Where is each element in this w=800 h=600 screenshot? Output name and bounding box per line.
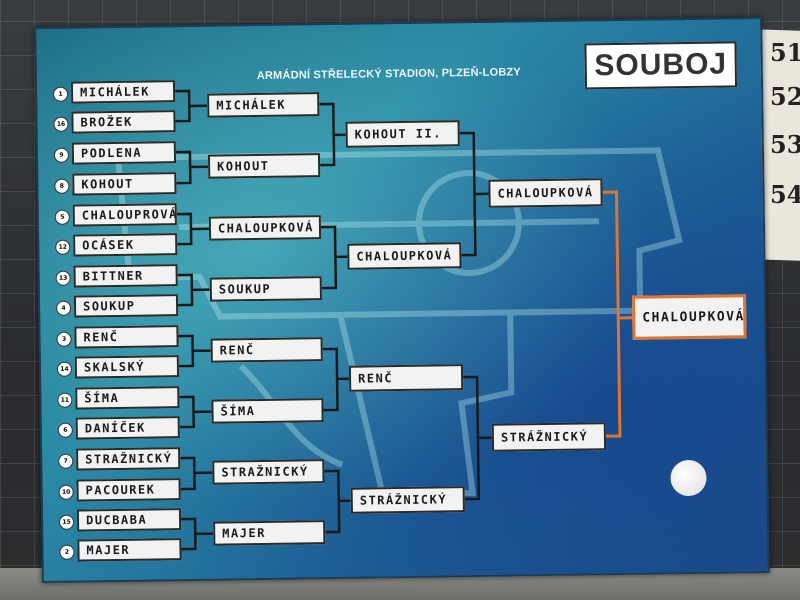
seed-badge: 2 [59,544,75,560]
bracket-slot: CHALOUPKOVÁ [208,215,322,241]
bracket-slot: MAJER [77,538,182,562]
bracket-slot: SOUKUP [209,276,322,302]
bracket-slot: BROŽEK [71,110,176,134]
bracket-slot: DANÍČEK [75,416,180,440]
bracket-slot: PODLENA [71,141,177,165]
bracket-slot: RENČ [74,325,179,349]
bracket-slot: STRAŽNICKÝ [76,447,181,471]
bracket-slot: STRÁŽNICKÝ [350,486,465,514]
bracket-slot: MICHÁLEK [207,92,320,118]
bracket-slot: ŠÍMA [211,398,324,424]
wall-number: 54 [770,180,800,209]
bracket-slot: CHALOUPKOVÁ [347,242,462,270]
bracket-lines [175,89,633,551]
bracket-slot: RENČ [348,364,464,392]
bracket-slot: MICHÁLEK [70,80,176,104]
bracket-slot: MAJER [213,520,326,546]
seed-badge: 14 [56,361,73,377]
seed-badge: 10 [58,484,74,500]
wall-number: 51 [770,38,800,67]
seed-badge: 1 [52,86,69,102]
seed-badge: 8 [54,178,70,194]
bracket-slot: SOUKUP [73,294,179,318]
winner-slot: CHALOUPKOVÁ [631,294,747,340]
bracket-slot: ŠÍMA [75,386,180,410]
seed-badge: 15 [58,514,75,530]
bracket-slot: KOHOUT [72,172,177,196]
seed-badge: 12 [55,239,71,255]
seed-badge: 3 [56,331,72,347]
bracket-slot: DUCBABA [76,508,182,532]
bracket-slot: BITTNER [73,264,178,288]
bracket-slot: KOHOUT [207,153,321,179]
tournament-bracket-board: ARMÁDNÍ STŘELECKÝ STADION, PLZEŇ-LOBZY S… [34,16,770,584]
bracket-slot: CHALOUPKOVÁ [488,178,603,208]
bracket-slot: CHALOUPROVÁ [72,203,177,227]
wall-number: 53 [770,130,800,159]
bracket-slot: KOHOUT II. [345,120,460,148]
bracket-slot: STRÁŽNICKÝ [491,422,607,452]
seed-badge: 5 [54,209,70,225]
seed-badge: 11 [57,392,73,408]
wall-number: 52 [770,82,800,111]
bracket-slot: SKALSKÝ [74,355,180,379]
bracket-slot: RENČ [210,337,323,363]
bracket-slot: OCÁSEK [73,233,178,257]
bracket-slot: STRAŽNICKÝ [212,459,325,485]
bracket-slot: PACOUREK [76,478,181,502]
